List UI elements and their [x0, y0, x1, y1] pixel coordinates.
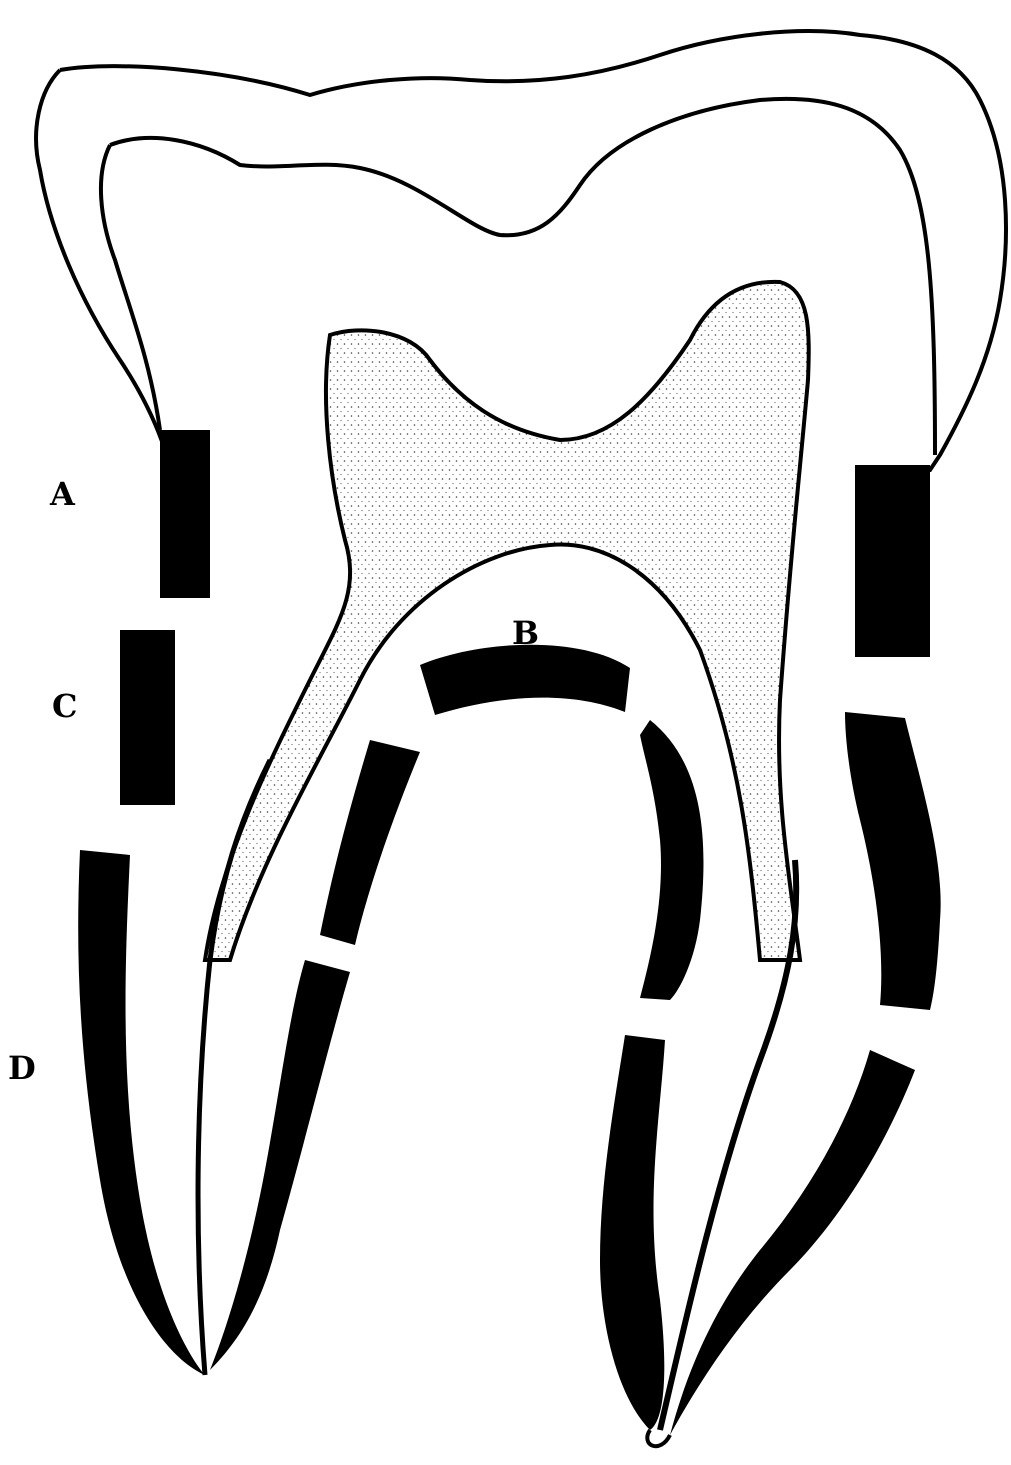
- label-d: D: [8, 1052, 36, 1084]
- label-c: C: [52, 690, 77, 722]
- crown-inner-outline: [110, 99, 935, 455]
- band-right-root-inner-lower: [600, 1035, 665, 1430]
- crown-inner-left-side: [101, 145, 160, 430]
- band-left-root-inner-lower: [210, 960, 350, 1370]
- right-root-outer-line: [647, 1430, 670, 1446]
- label-a: A: [50, 478, 75, 510]
- band-arch-top: [420, 645, 630, 715]
- pulp-chamber: [205, 282, 809, 960]
- band-c-left: [120, 630, 175, 805]
- band-right-middle: [845, 712, 941, 1010]
- label-b: B: [512, 617, 539, 649]
- band-left-root-inner-upper: [320, 740, 420, 945]
- crown-outer-left-side: [36, 70, 165, 450]
- band-arch-right: [640, 720, 703, 1000]
- band-right-upper: [855, 465, 930, 657]
- band-d-left: [78, 850, 205, 1375]
- crown-outer-outline: [60, 31, 1006, 470]
- band-a-left: [160, 430, 210, 598]
